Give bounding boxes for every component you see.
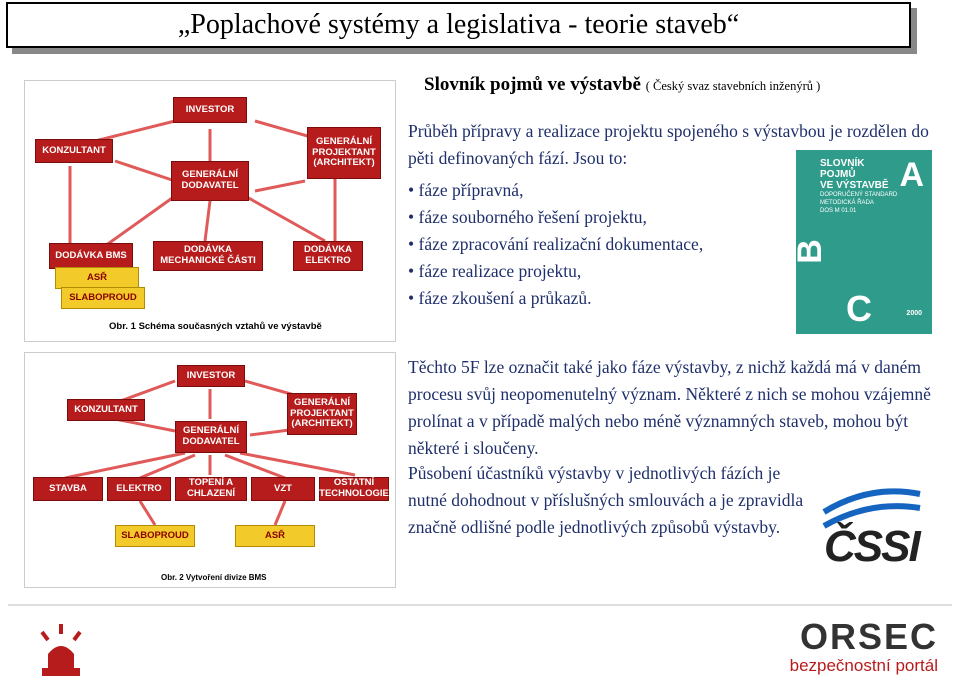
d2-gen-dodavatel: GENERÁLNÍ DODAVATEL (175, 421, 247, 453)
csi-logo: ČSSI (820, 484, 926, 584)
d2-investor: INVESTOR (177, 365, 245, 387)
book-line6: DOS M 01.01 (820, 208, 857, 214)
phase-item: fáze zpracování realizační dokumentace, (408, 231, 704, 258)
d1-mechanicke: DODÁVKA MECHANICKÉ ČÁSTI (153, 241, 263, 271)
alarm-light-icon (36, 622, 86, 683)
intro-paragraph: Průběh přípravy a realizace projektu spo… (408, 121, 929, 168)
book-letter-b: B (796, 239, 830, 264)
orsec-brand: ORSEC (799, 616, 938, 657)
d1-gen-projektant: GENERÁLNÍ PROJEKTANT (ARCHITEKT) (307, 127, 381, 179)
d2-elektro: ELEKTRO (107, 477, 171, 501)
phase-item: fáze zkoušení a průkazů. (408, 285, 703, 312)
orsec-tagline: bezpečnostní portál (789, 656, 938, 675)
diagram-bms-division: INVESTOR KONZULTANT GENERÁLNÍ PROJEKTANT… (24, 352, 396, 588)
d2-slaboproud: SLABOPROUD (115, 525, 195, 547)
book-line3: VE VÝSTAVBĚ (820, 180, 889, 191)
d1-caption: Obr. 1 Schéma současných vztahů ve výsta… (109, 321, 322, 332)
phases-paragraph: Těchto 5F lze označit také jako fáze výs… (408, 357, 931, 458)
book-line2: POJMŮ (820, 169, 856, 180)
d2-konzultant: KONZULTANT (67, 399, 145, 421)
subtitle-note: ( Český svaz stavebních inženýrů ) (645, 79, 821, 93)
subtitle: Slovník pojmů ve výstavbě ( Český svaz s… (424, 74, 820, 96)
phase-item: fáze přípravná, (408, 177, 703, 204)
d1-asr: ASŘ (55, 267, 139, 289)
phase-item: fáze realizace projektu, (408, 258, 703, 285)
d1-elektro: DODÁVKA ELEKTRO (293, 241, 363, 271)
d2-asr: ASŘ (235, 525, 315, 547)
csi-logo-text: ČSSI (824, 522, 921, 571)
book-line5: METODICKÁ ŘADA (820, 200, 874, 206)
book-line1: SLOVNÍK (820, 158, 865, 169)
phase-list: fáze přípravná, fáze souborného řešení p… (408, 177, 704, 312)
diagram1-arrows (68, 119, 337, 248)
d2-stavba: STAVBA (33, 477, 103, 501)
subtitle-main: Slovník pojmů ve výstavbě (424, 74, 641, 95)
d1-bms: DODÁVKA BMS (49, 243, 133, 269)
participants-paragraph: Působení účastníků výstavby v jednotlivý… (408, 463, 804, 537)
d1-konzultant: KONZULTANT (35, 139, 113, 163)
book-letter-c: C (846, 288, 872, 329)
d2-caption: Obr. 2 Vytvoření divize BMS (161, 573, 267, 582)
d1-slaboproud: SLABOPROUD (61, 287, 145, 309)
d2-gen-projektant: GENERÁLNÍ PROJEKTANT (ARCHITEKT) (287, 393, 357, 435)
diagram2-arrows (64, 379, 356, 526)
book-letter-a: A (899, 156, 924, 194)
book-cover-image: SLOVNÍK POJMŮ VE VÝSTAVBĚ DOPORUČENÝ STA… (796, 150, 932, 334)
d2-ostatni: OSTATNÍ TECHNOLOGIE (319, 477, 389, 501)
d1-investor: INVESTOR (173, 97, 247, 123)
d2-vzt: VZT (251, 477, 315, 501)
csi-logo-graphic (822, 488, 921, 529)
book-year: 2000 (906, 310, 922, 317)
footer-bar (8, 604, 952, 686)
book-line4: DOPORUČENÝ STANDARD (820, 192, 898, 198)
diagram-current-relations: INVESTOR KONZULTANT GENERÁLNÍ PROJEKTANT… (24, 80, 396, 342)
slide-title: „Poplachové systémy a legislativa - teor… (6, 2, 911, 48)
d2-topeni: TOPENÍ A CHLAZENÍ (175, 477, 247, 501)
phase-item: fáze souborného řešení projektu, (408, 204, 703, 231)
d1-gen-dodavatel: GENERÁLNÍ DODAVATEL (171, 161, 249, 201)
